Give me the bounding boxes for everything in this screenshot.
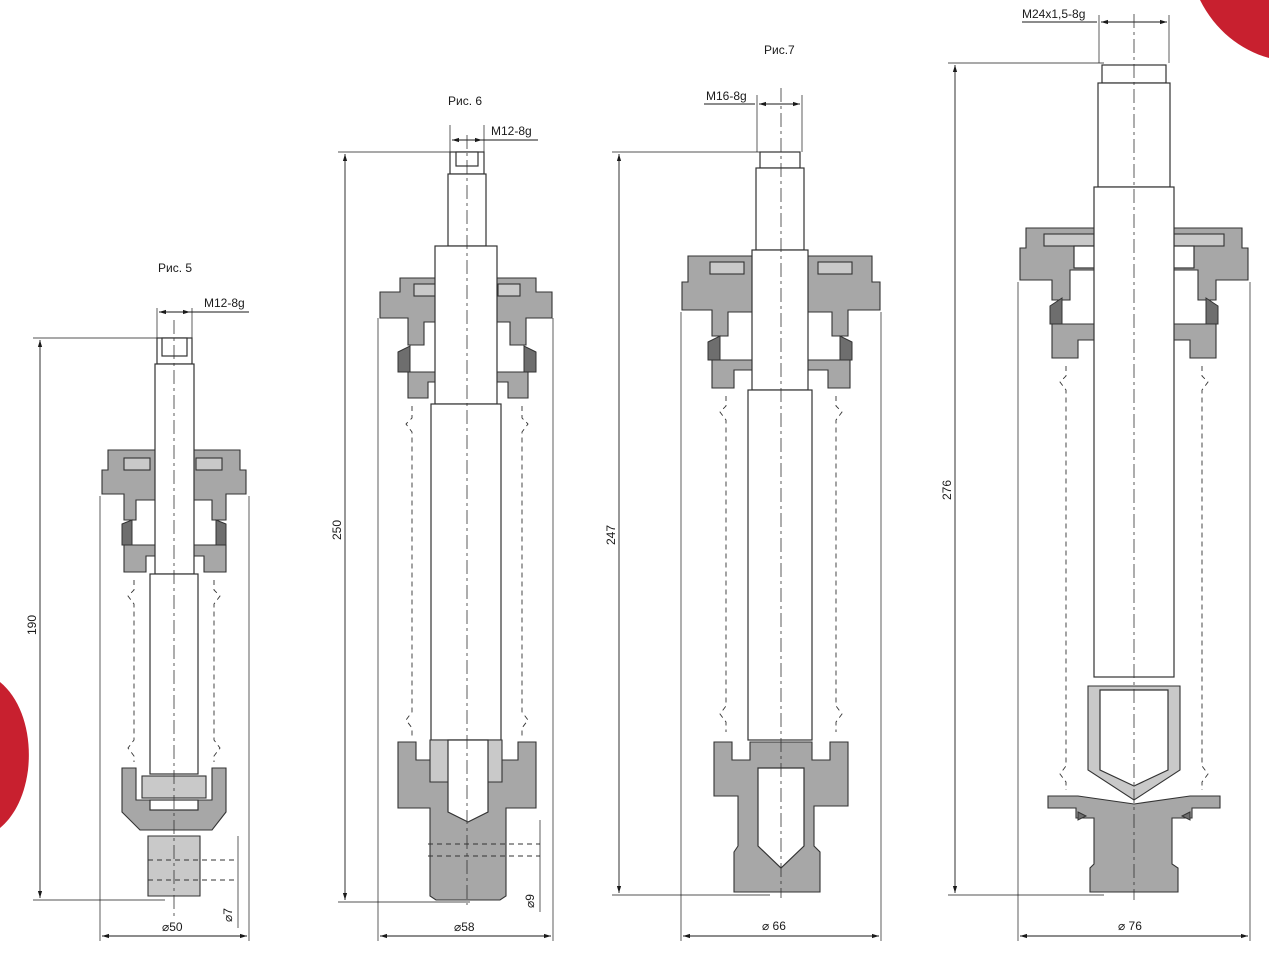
red-corner-top-right <box>1200 0 1269 58</box>
figure-6-thread-label: M12-8g <box>491 124 532 138</box>
figure-8-height-label: 276 <box>940 480 954 500</box>
figure-6-diameter-label: ⌀58 <box>454 920 475 934</box>
figure-6-bore-label: ⌀9 <box>523 894 537 908</box>
figure-6-height-label: 250 <box>330 520 344 540</box>
figure-7-height-label: 247 <box>604 525 618 545</box>
figure-5-height-label: 190 <box>25 615 39 635</box>
figure-8-thread-label: M24x1,5-8g <box>1022 7 1085 21</box>
figure-6 <box>338 125 554 941</box>
red-corner-left <box>0 682 29 828</box>
figure-5-bore-label: ⌀7 <box>221 908 235 922</box>
figure-5-caption: Рис. 5 <box>158 261 192 275</box>
figure-7-diameter-label: ⌀ 66 <box>762 919 786 933</box>
figure-8 <box>948 14 1251 941</box>
figure-8-diameter-label: ⌀ 76 <box>1118 919 1142 933</box>
figure-7 <box>612 88 882 941</box>
figure-5 <box>33 308 250 941</box>
figure-6-caption: Рис. 6 <box>448 94 482 108</box>
figure-7-thread-label: M16-8g <box>706 89 747 103</box>
figure-5-diameter-label: ⌀50 <box>162 920 183 934</box>
figure-5-thread-label: M12-8g <box>204 296 245 310</box>
figure-7-caption: Рис.7 <box>764 43 795 57</box>
